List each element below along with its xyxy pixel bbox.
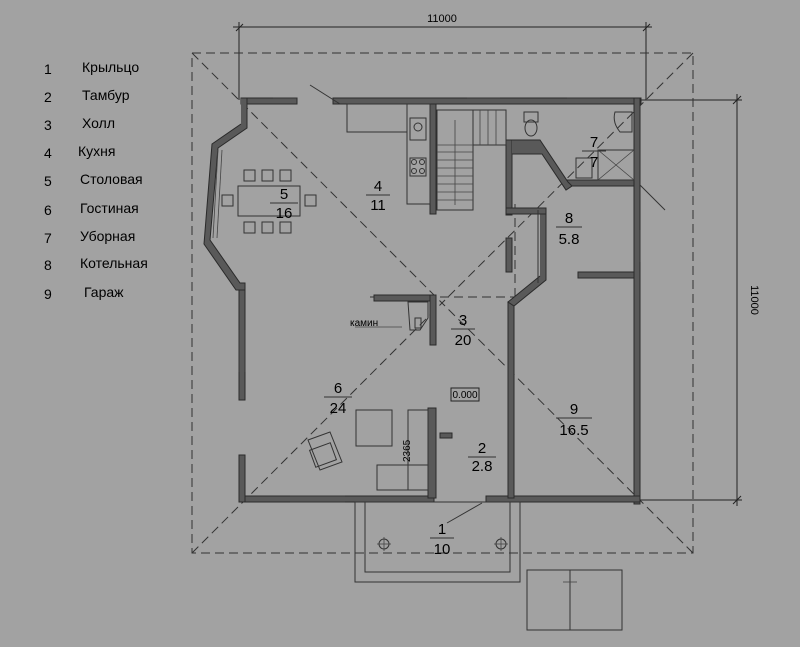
legend-num-3: 3	[44, 117, 52, 133]
legend: 1 Крыльцо 2 Тамбур 3 Холл 4 Кухня 5 Стол…	[44, 59, 148, 302]
room-6-area: 24	[330, 400, 347, 417]
room-labels: 1 10 2 2.8 3 20 4 11 5 16 6 24 7 7 8 5.8…	[270, 134, 606, 558]
legend-num-9: 9	[44, 286, 52, 302]
legend-num-8: 8	[44, 257, 52, 273]
room-3-number: 3	[459, 312, 467, 329]
fireplace: камин	[350, 301, 429, 331]
roof-outline	[191, 52, 694, 554]
legend-num-4: 4	[44, 145, 52, 161]
room-7-number: 7	[590, 134, 598, 151]
room-7-area: 7	[590, 154, 598, 171]
staircase	[436, 109, 507, 211]
stair-height-label: 2365	[402, 439, 413, 462]
fireplace-label: камин	[350, 318, 378, 329]
room-5-area: 16	[276, 205, 293, 222]
legend-num-1: 1	[44, 61, 52, 77]
dimension-top-value: 11000	[427, 13, 457, 25]
dining-table	[221, 169, 317, 234]
room-6-number: 6	[334, 380, 342, 397]
dimension-right-value: 11000	[748, 285, 760, 315]
legend-label-4: Кухня	[78, 143, 115, 159]
kitchen-counter	[309, 84, 431, 205]
legend-label-6: Гостиная	[80, 200, 139, 216]
interior-walls	[373, 103, 635, 499]
room-3-area: 20	[455, 332, 472, 349]
room-1-number: 1	[438, 521, 446, 538]
dimension-right: 11000	[640, 94, 760, 506]
room-4-number: 4	[374, 178, 382, 195]
legend-label-2: Тамбур	[82, 87, 130, 103]
legend-num-5: 5	[44, 173, 52, 189]
room-9-number: 9	[570, 401, 578, 418]
windows	[238, 97, 641, 503]
room-4-area: 11	[370, 197, 386, 214]
legend-label-7: Уборная	[80, 228, 135, 244]
room-1-area: 10	[434, 541, 451, 558]
legend-label-3: Холл	[82, 115, 115, 131]
elevation-marker: 0.000	[450, 387, 480, 402]
legend-num-2: 2	[44, 89, 52, 105]
dimension-top: 11000	[233, 13, 652, 100]
legend-num-6: 6	[44, 202, 52, 218]
porch	[354, 501, 521, 583]
room-2-area: 2.8	[472, 458, 493, 475]
legend-label-8: Котельная	[80, 255, 148, 271]
room-9-area: 16.5	[559, 422, 588, 439]
living-furniture: 2365	[307, 409, 429, 491]
legend-label-9: Гараж	[84, 284, 124, 300]
toilet-fixtures	[523, 111, 666, 211]
legend-label-1: Крыльцо	[82, 59, 139, 75]
legend-num-7: 7	[44, 230, 52, 246]
legend-label-5: Столовая	[80, 171, 143, 187]
garage-apron	[526, 569, 623, 631]
room-8-area: 5.8	[559, 231, 580, 248]
room-2-number: 2	[478, 440, 486, 457]
room-5-number: 5	[280, 186, 288, 203]
room-8-number: 8	[565, 210, 573, 227]
elevation-value: 0.000	[452, 390, 477, 401]
exterior-walls	[203, 97, 642, 505]
